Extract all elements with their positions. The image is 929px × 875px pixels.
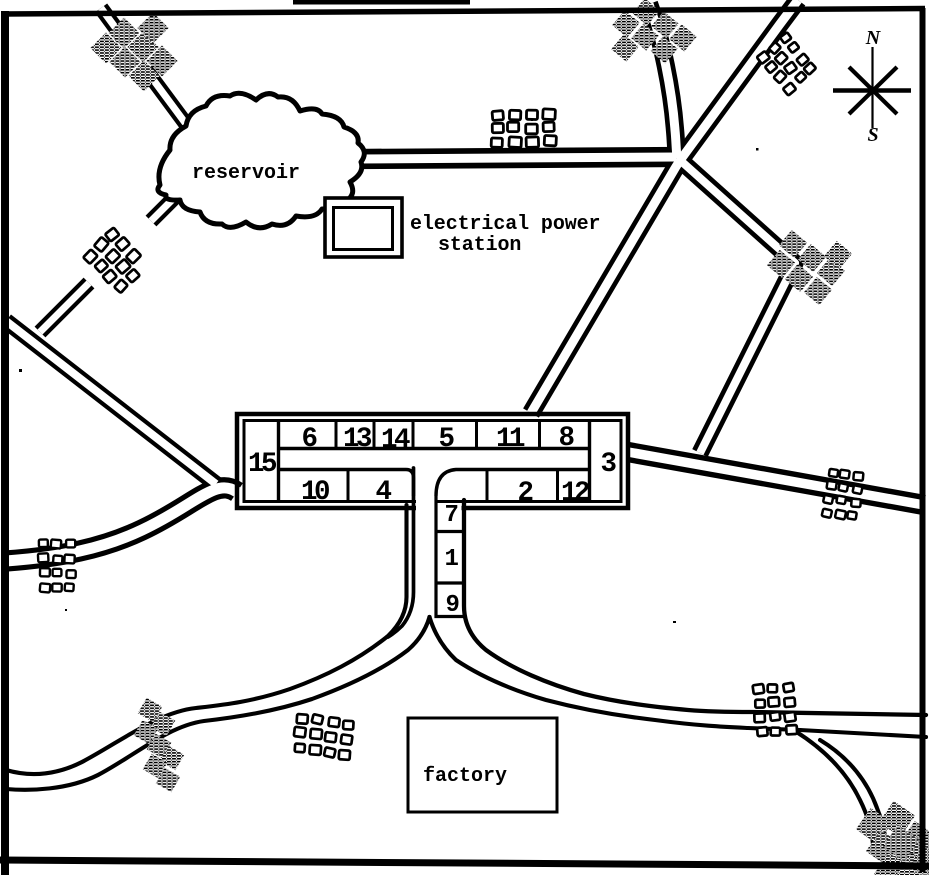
svg-text:15: 15 xyxy=(248,449,277,480)
svg-text:S: S xyxy=(867,124,878,146)
svg-text:14: 14 xyxy=(381,425,410,456)
svg-text:reservoir: reservoir xyxy=(192,162,300,185)
svg-text:6: 6 xyxy=(301,424,316,455)
svg-text:13: 13 xyxy=(343,424,372,455)
svg-text:N: N xyxy=(865,27,882,49)
svg-text:electrical power: electrical power xyxy=(410,213,600,236)
svg-text:11: 11 xyxy=(496,424,525,455)
svg-text:2: 2 xyxy=(517,478,532,509)
svg-text:10: 10 xyxy=(301,477,329,508)
svg-text:station: station xyxy=(438,234,521,257)
svg-text:12: 12 xyxy=(561,478,589,509)
svg-text:factory: factory xyxy=(423,765,507,788)
